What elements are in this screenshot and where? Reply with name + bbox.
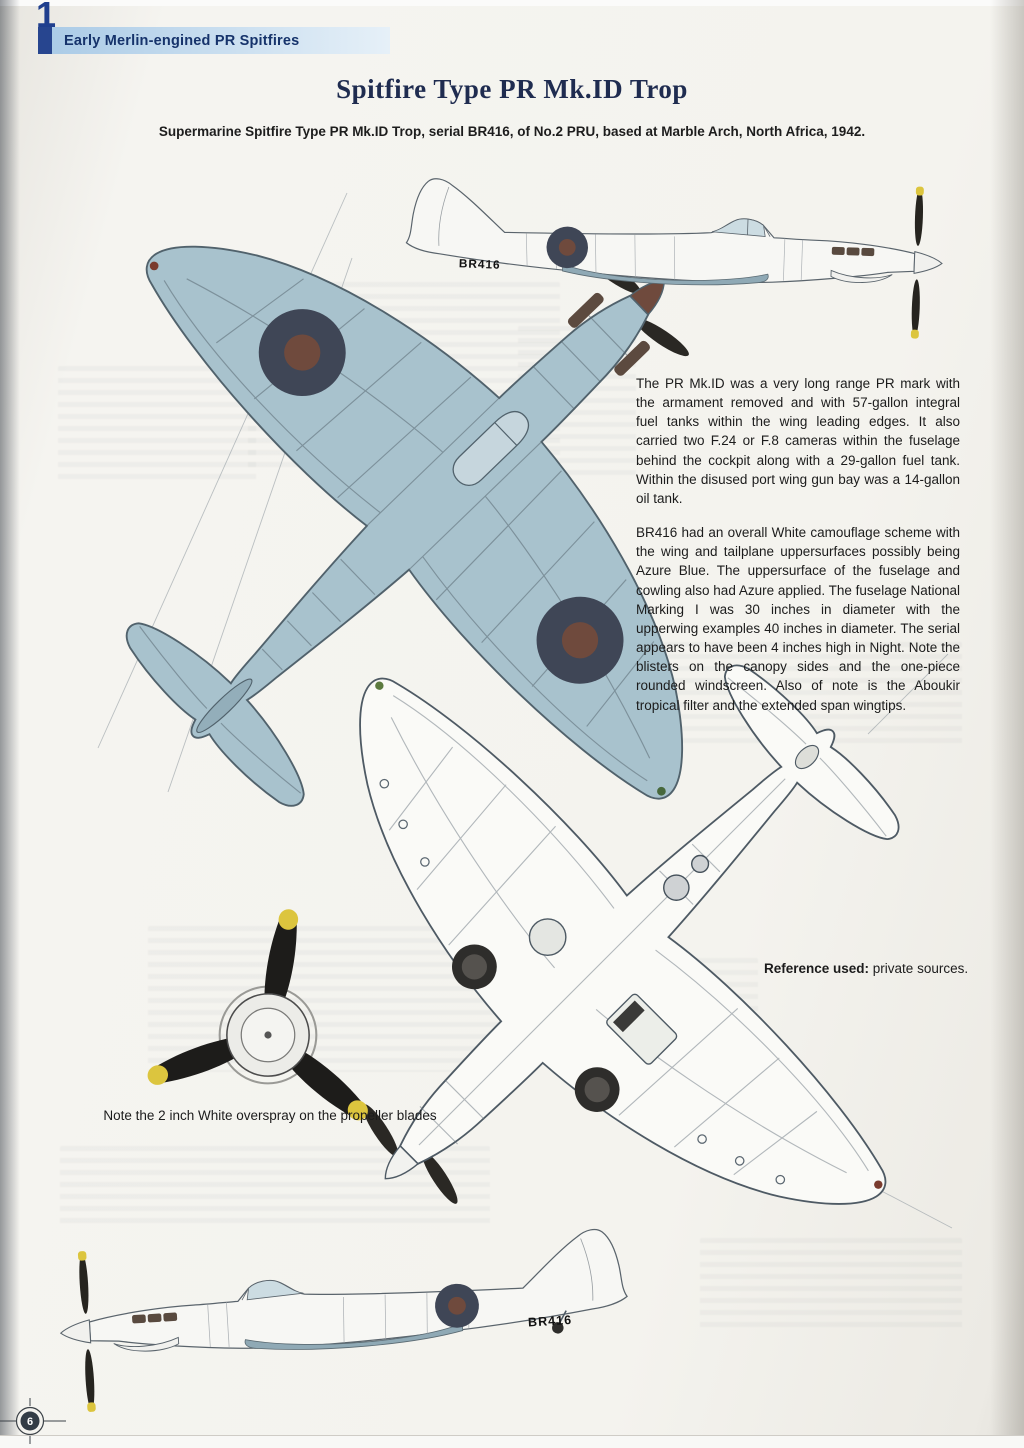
nav-light-starboard — [657, 786, 666, 796]
canopy — [452, 410, 530, 487]
wing-underside-azure — [562, 263, 769, 286]
spitfire-underside-view — [359, 664, 900, 1205]
propeller-caption: Note the 2 inch White overspray on the p… — [103, 1108, 437, 1123]
page-registration-mark: 6 — [0, 1398, 66, 1444]
spitfire-side-profile: BR416 — [405, 178, 943, 339]
paragraph-1: The PR Mk.ID was a very long range PR ma… — [636, 376, 960, 506]
oil-cooler — [528, 918, 567, 957]
section-header-label: Early Merlin-engined PR Spitfires — [64, 32, 300, 49]
page-right-edge — [990, 0, 1024, 1448]
exhaust-stubs — [567, 292, 604, 328]
page-bottom-edge — [0, 1435, 1024, 1448]
propeller-illustration — [124, 891, 412, 1179]
serial-number: BR416 — [528, 1313, 573, 1330]
reference-label: Reference used: — [764, 961, 870, 976]
side-profile-top-illustration: BR416 — [335, 161, 952, 350]
panel-lines — [388, 677, 887, 1176]
section-header-band: Early Merlin-engined PR Spitfires — [38, 27, 390, 54]
chapter-number: 1 — [36, 0, 57, 35]
tailwheel — [552, 1322, 564, 1334]
reference-text: private sources. — [869, 961, 969, 976]
inspection-ports — [379, 778, 786, 1185]
page-number: 6 — [27, 1416, 33, 1428]
serial-number: BR416 — [459, 256, 501, 271]
page-subtitle: Supermarine Spitfire Type PR Mk.ID Trop,… — [158, 124, 866, 139]
body-text-column: The PR Mk.ID was a very long range PR ma… — [636, 374, 960, 730]
bleed-through-text — [700, 1238, 962, 1334]
paragraph-2: BR416 had an overall White camouflage sc… — [636, 525, 960, 713]
propeller-front-view — [147, 909, 368, 1121]
nav-light — [375, 681, 384, 690]
side-profile-bottom-illustration: BR416 — [47, 1208, 705, 1425]
tailwheel-fairing — [794, 744, 820, 770]
reference-line: Reference used: private sources. — [764, 961, 968, 976]
camera-port — [663, 874, 690, 901]
exhaust-stubs — [831, 246, 875, 257]
page-title: Spitfire Type PR Mk.ID Trop — [336, 74, 688, 104]
plan-view-underside-illustration — [112, 452, 1024, 1448]
spitfire-side-profile-mirrored — [59, 1228, 628, 1412]
page-top-edge — [0, 0, 1024, 6]
header-accent-block — [38, 27, 52, 54]
binding-shadow — [0, 0, 20, 1448]
camera-port — [691, 854, 710, 873]
canopy — [711, 218, 766, 237]
aboukir-filter — [830, 269, 893, 283]
